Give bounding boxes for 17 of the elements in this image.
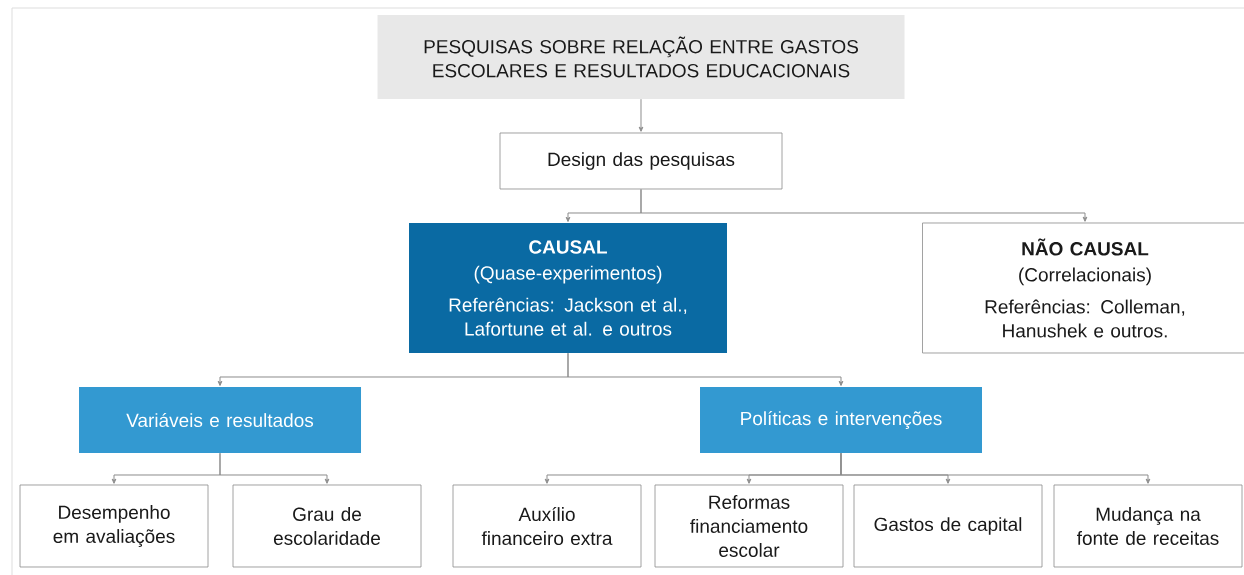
leaf-box: Mudança na fonte de receitas (1053, 484, 1243, 568)
leaf-box: Grau de escolaridade (232, 484, 422, 568)
category-box: CAUSAL (Quase-experimentos) Referências: Jackson et al., Lafortune et al. e outros (409, 223, 727, 353)
connector-arrow (219, 452, 330, 484)
leaf-box: Auxílio financeiro extra (452, 484, 642, 568)
leaf-box: Reformas financiamento escolar (654, 484, 844, 568)
process-box: Design das pesquisas (499, 132, 783, 190)
leaf-box: Gastos de capital (853, 484, 1043, 568)
connector-arrow (638, 98, 644, 132)
title-box: PESQUISAS SOBRE RELAÇÃO ENTRE GASTOS ESCOLARES E RESULTADOS EDUCACIONAIS (377, 15, 905, 99)
leaf-box: Desempenho em avaliações (19, 484, 209, 568)
connector-arrow (567, 352, 844, 386)
connector-arrow (840, 452, 1151, 484)
connector-arrow (640, 188, 1088, 222)
category-box: NÃO CAUSAL (Correlacionais) Referências: Colleman, Hanushek e outros. (922, 222, 1244, 354)
group-box: Políticas e intervenções (700, 387, 982, 453)
group-box: Variáveis e resultados (79, 387, 361, 453)
